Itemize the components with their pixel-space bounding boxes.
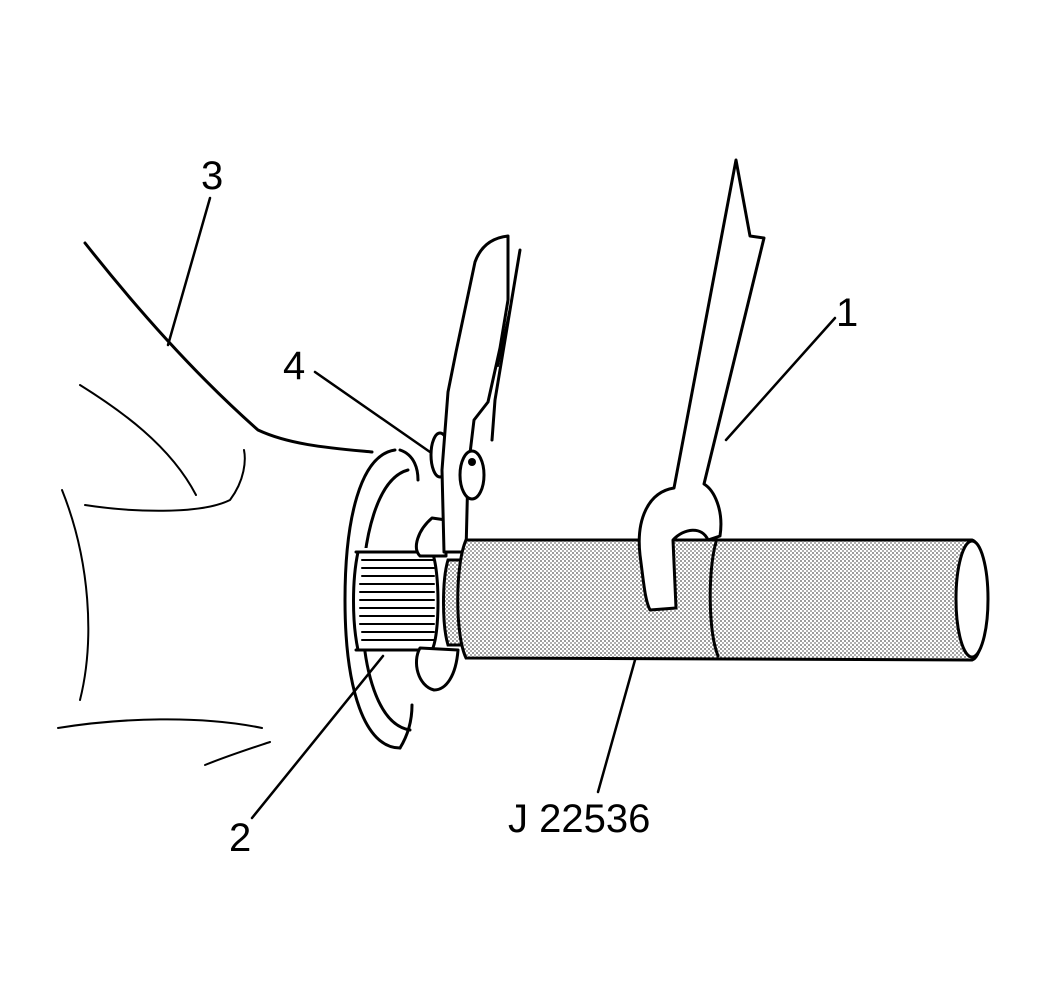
leader-tool	[596, 658, 637, 794]
callout-label-3: 3	[201, 154, 223, 198]
splined-output-shaft	[352, 548, 440, 652]
remover-tool-body	[442, 538, 990, 662]
leader-1	[724, 316, 837, 442]
leader-3	[166, 196, 212, 347]
callout-label-1: 1	[836, 291, 858, 335]
callout-label-4: 4	[283, 344, 305, 388]
leader-4	[313, 370, 432, 454]
tool-number-label: J 22536	[508, 797, 650, 841]
callout-label-2: 2	[229, 816, 251, 860]
open-end-wrench	[637, 158, 766, 612]
callout-leaders	[166, 196, 837, 820]
transmission-housing	[57, 241, 374, 766]
snap-ring-pliers	[440, 234, 522, 554]
leader-2	[250, 654, 385, 820]
